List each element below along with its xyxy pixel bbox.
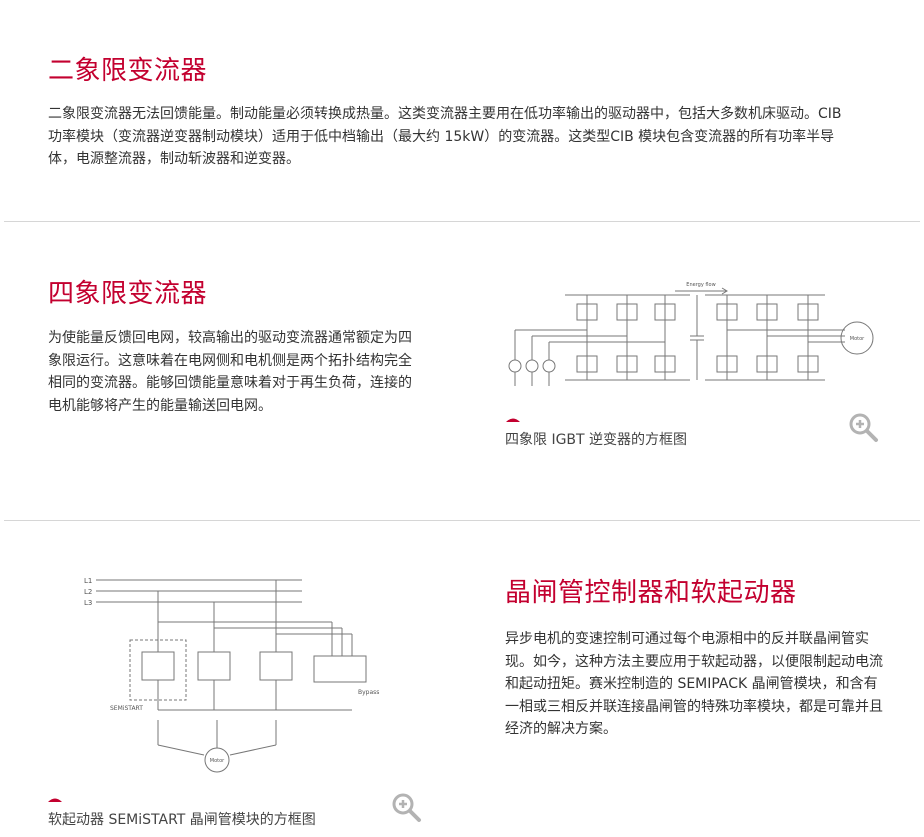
section-divider (4, 520, 920, 521)
semistart-label: SEMiSTART (110, 705, 143, 712)
l3-label: L3 (84, 599, 92, 607)
l2-label: L2 (84, 588, 92, 596)
caption-marker-icon (48, 797, 62, 802)
soft-starter-diagram: L1 L2 L3 SEMiSTART Bypass Motor (82, 570, 402, 775)
section-title-four-quadrant: 四象限变流器 (48, 279, 208, 309)
soft-starter-caption: 软起动器 SEMiSTART 晶闸管模块的方框图 (48, 812, 316, 828)
igbt-inverter-schematic: Energy flow Motor (508, 282, 874, 386)
zoom-in-icon[interactable] (847, 411, 879, 443)
section-title-thyristor: 晶闸管控制器和软起动器 (505, 578, 797, 608)
bypass-label: Bypass (358, 689, 379, 696)
zoom-in-icon[interactable] (390, 791, 422, 823)
semistart-schematic: L1 L2 L3 SEMiSTART Bypass Motor (84, 577, 379, 773)
section-text-four-quadrant: 为使能量反馈回电网，较高输出的驱动变流器通常额定为四象限运行。这意味着在电网侧和… (48, 330, 412, 414)
section-text-thyristor: 异步电机的变速控制可通过每个电源相中的反并联晶闸管实现。如今，这种方法主要应用于… (505, 631, 883, 737)
four-quadrant-caption: 四象限 IGBT 逆变器的方框图 (505, 432, 688, 448)
four-quadrant-igbt-diagram: Energy flow Motor (505, 278, 895, 393)
section-text-two-quadrant: 二象限变流器无法回馈能量。制动能量必须转换成热量。这类变流器主要用在低功率输出的… (48, 106, 842, 167)
motor-label: Motor (210, 758, 225, 764)
section-title-two-quadrant: 二象限变流器 (48, 56, 208, 86)
l1-label: L1 (84, 577, 92, 585)
motor-label: Motor (850, 336, 865, 342)
caption-marker-icon (506, 417, 520, 422)
section-divider (4, 221, 920, 222)
energy-flow-label: Energy flow (686, 282, 715, 288)
